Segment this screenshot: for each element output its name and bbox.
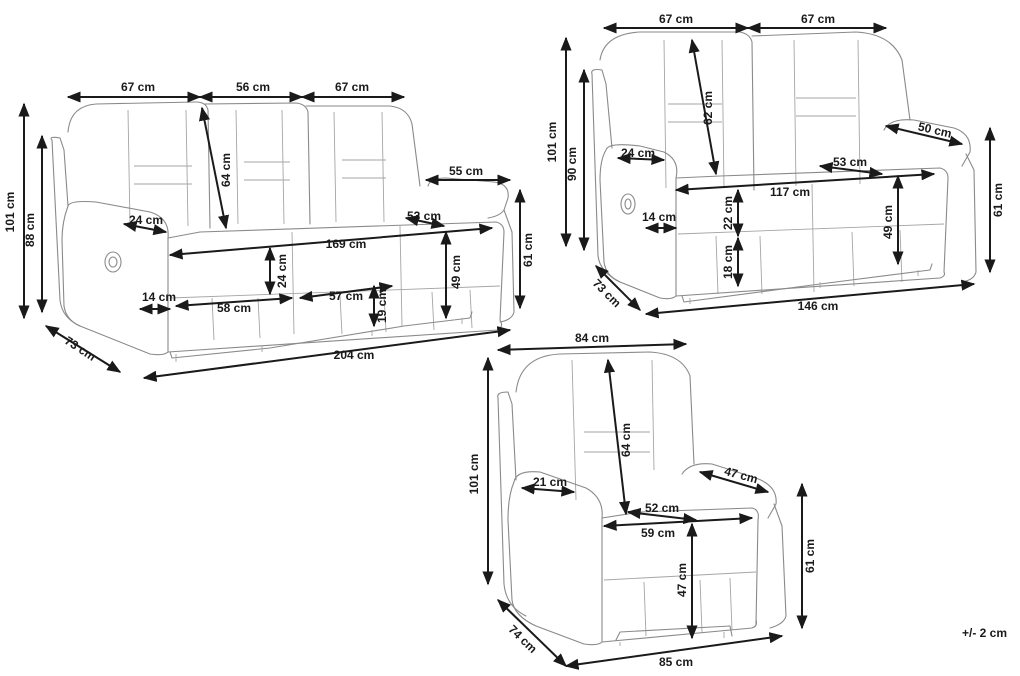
dim-label: 24 cm xyxy=(275,254,289,288)
dim-label: 57 cm xyxy=(329,289,363,303)
dim-label: 64 cm xyxy=(619,423,633,457)
dim-label: 14 cm xyxy=(142,290,176,304)
dim-label: 61 cm xyxy=(991,183,1005,217)
dim-label: 53 cm xyxy=(407,209,441,223)
dim-label: 146 cm xyxy=(798,299,839,313)
dim-label: 74 cm xyxy=(506,622,540,656)
dim-label: 14 cm xyxy=(642,210,676,224)
dim-label: 84 cm xyxy=(575,331,609,345)
dim-label: 47 cm xyxy=(723,464,759,486)
sofa-2-outline xyxy=(591,31,977,304)
dim-label: 61 cm xyxy=(521,233,535,267)
dim-label: 24 cm xyxy=(621,146,655,160)
dim-label: 101 cm xyxy=(3,192,17,233)
dim-label: 62 cm xyxy=(701,91,715,125)
dim-label: 22 cm xyxy=(721,196,735,230)
dim-label: 117 cm xyxy=(770,185,810,199)
dim-label: 73 cm xyxy=(62,334,98,364)
dim-label: 53 cm xyxy=(833,155,867,169)
dim-label: 49 cm xyxy=(881,205,895,239)
dim-label: 101 cm xyxy=(467,454,481,495)
dim-label: 49 cm xyxy=(449,255,463,289)
dim-label: 85 cm xyxy=(659,655,693,669)
tolerance-note: +/- 2 cm xyxy=(962,626,1007,640)
dim-label: 55 cm xyxy=(449,164,483,178)
sofa-3-dimensions: 67 cm 56 cm 67 cm 55 cm 64 cm 24 cm 53 c… xyxy=(3,80,535,382)
dim-label: 90 cm xyxy=(565,147,579,181)
sofa-3-seater: 67 cm 56 cm 67 cm 55 cm 64 cm 24 cm 53 c… xyxy=(3,80,535,382)
dim-label: 58 cm xyxy=(217,301,251,315)
dim-label: 61 cm xyxy=(803,539,817,573)
dim-label: 56 cm xyxy=(236,80,270,94)
dim-label: 64 cm xyxy=(219,153,233,187)
dim-label: 169 cm xyxy=(326,237,367,251)
dim-label: 67 cm xyxy=(335,80,369,94)
armchair-outline xyxy=(497,351,787,646)
dim-label: 67 cm xyxy=(659,12,693,26)
dim-label: 24 cm xyxy=(129,213,163,227)
dim-label: 52 cm xyxy=(645,501,679,515)
dim-label: 21 cm xyxy=(533,475,567,489)
armchair: 84 cm 64 cm 21 cm 47 cm 52 cm 59 cm 47 c… xyxy=(467,331,817,670)
dim-label: 204 cm xyxy=(334,348,375,362)
dim-label: 101 cm xyxy=(545,122,559,163)
dim-label: 67 cm xyxy=(801,12,835,26)
dim-label: 47 cm xyxy=(675,563,689,597)
dim-label: 88 cm xyxy=(23,213,37,247)
dim-label: 59 cm xyxy=(641,526,675,540)
dim-label: 18 cm xyxy=(721,245,735,279)
dim-label: 67 cm xyxy=(121,80,155,94)
dim-label: 19 cm xyxy=(375,289,389,323)
sofa-2-dimensions: 67 cm 67 cm 62 cm 50 cm 24 cm 53 cm 117 … xyxy=(545,12,1005,319)
armchair-dimensions: 84 cm 64 cm 21 cm 47 cm 52 cm 59 cm 47 c… xyxy=(467,331,817,670)
sofa-2-seater: 67 cm 67 cm 62 cm 50 cm 24 cm 53 cm 117 … xyxy=(545,12,1005,319)
